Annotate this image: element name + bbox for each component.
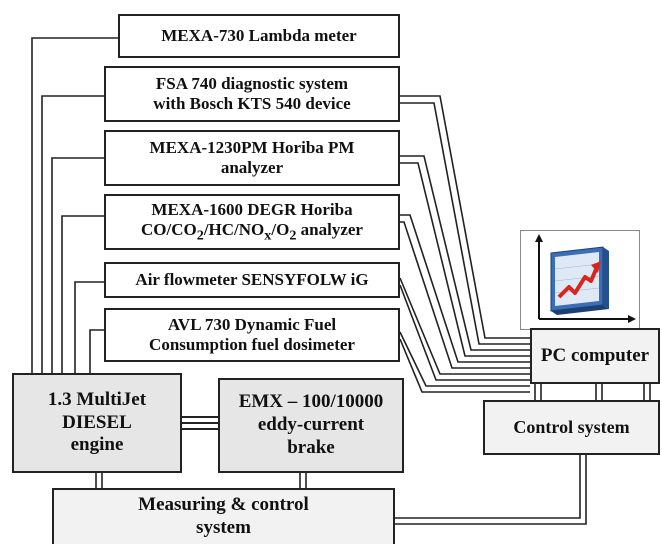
wire-avl-pc-b bbox=[399, 338, 530, 393]
wire-pm-pc-a bbox=[400, 155, 530, 351]
pc-monitor-chart bbox=[520, 230, 640, 330]
lambda-meter-label: MEXA-730 Lambda meter bbox=[161, 25, 357, 45]
wire-control-measuring-a bbox=[395, 455, 581, 519]
wire-engine-fsa bbox=[41, 95, 104, 373]
wire-fsa-pc-a bbox=[400, 95, 530, 339]
diesel-engine-box: 1.3 MultiJet DIESEL engine bbox=[12, 373, 182, 473]
pm-analyzer-box: MEXA-1230PM Horiba PM analyzer bbox=[104, 130, 400, 186]
pc-computer-label: PC computer bbox=[540, 344, 650, 366]
eddy-current-brake-box: EMX – 100/10000 eddy-current brake bbox=[218, 378, 404, 473]
rising-chart-icon bbox=[535, 234, 636, 323]
wire-engine-degr bbox=[61, 215, 104, 373]
brake-line1: EMX – 100/10000 bbox=[238, 391, 384, 413]
engine-line2: DIESEL bbox=[62, 411, 132, 433]
air-flowmeter-label: Air flowmeter SENSYFOLW iG bbox=[135, 269, 369, 289]
wire-engine-pm bbox=[51, 157, 104, 373]
engine-line3: engine bbox=[70, 434, 124, 456]
wire-degr-pc-b bbox=[400, 221, 530, 369]
measuring-control-system-box: Measuring & control system bbox=[52, 488, 395, 544]
degr-label-line2: CO/CO2/HC/NOx/O2 analyzer bbox=[141, 220, 363, 244]
pc-computer-box: PC computer bbox=[530, 328, 660, 384]
pm-label-line2: analyzer bbox=[220, 158, 284, 177]
degr-label-line1: MEXA-1600 DEGR Horiba bbox=[151, 199, 353, 219]
wire-control-measuring-b bbox=[395, 455, 587, 525]
air-flowmeter-box: Air flowmeter SENSYFOLW iG bbox=[104, 262, 400, 298]
shaft-engine-brake bbox=[182, 416, 218, 430]
fsa-label-line2: with Bosch KTS 540 device bbox=[153, 94, 351, 113]
avl-label-line2: Consumption fuel dosimeter bbox=[149, 335, 355, 354]
measuring-line2: system bbox=[196, 517, 251, 538]
control-system-box: Control system bbox=[483, 400, 660, 455]
avl-label-line1: AVL 730 Dynamic Fuel bbox=[167, 314, 337, 334]
degr-analyzer-box: MEXA-1600 DEGR Horiba CO/CO2/HC/NOx/O2 a… bbox=[104, 194, 400, 250]
brake-line2: eddy-current bbox=[257, 414, 365, 436]
wire-engine-avl bbox=[89, 329, 104, 373]
wire-air-pc-b bbox=[399, 284, 530, 381]
control-system-label: Control system bbox=[513, 416, 630, 437]
wire-degr-pc-a bbox=[400, 214, 530, 363]
wire-engine-lambda bbox=[31, 37, 118, 373]
engine-line1: 1.3 MultiJet bbox=[47, 388, 147, 410]
wire-pm-pc-b bbox=[400, 162, 530, 357]
wire-air-pc-a bbox=[399, 277, 530, 375]
measuring-line1: Measuring & control bbox=[138, 494, 309, 516]
pm-label-line1: MEXA-1230PM Horiba PM bbox=[149, 137, 355, 157]
lambda-meter-box: MEXA-730 Lambda meter bbox=[118, 14, 400, 58]
fsa-label-line1: FSA 740 diagnostic system bbox=[155, 73, 349, 93]
fuel-dosimeter-box: AVL 730 Dynamic Fuel Consumption fuel do… bbox=[104, 308, 400, 362]
wire-fsa-pc-b bbox=[400, 102, 530, 345]
wire-avl-pc-a bbox=[399, 331, 530, 387]
brake-line3: brake bbox=[287, 436, 335, 458]
wire-engine-air bbox=[74, 281, 104, 373]
fsa-diagnostic-box: FSA 740 diagnostic system with Bosch KTS… bbox=[104, 66, 400, 122]
